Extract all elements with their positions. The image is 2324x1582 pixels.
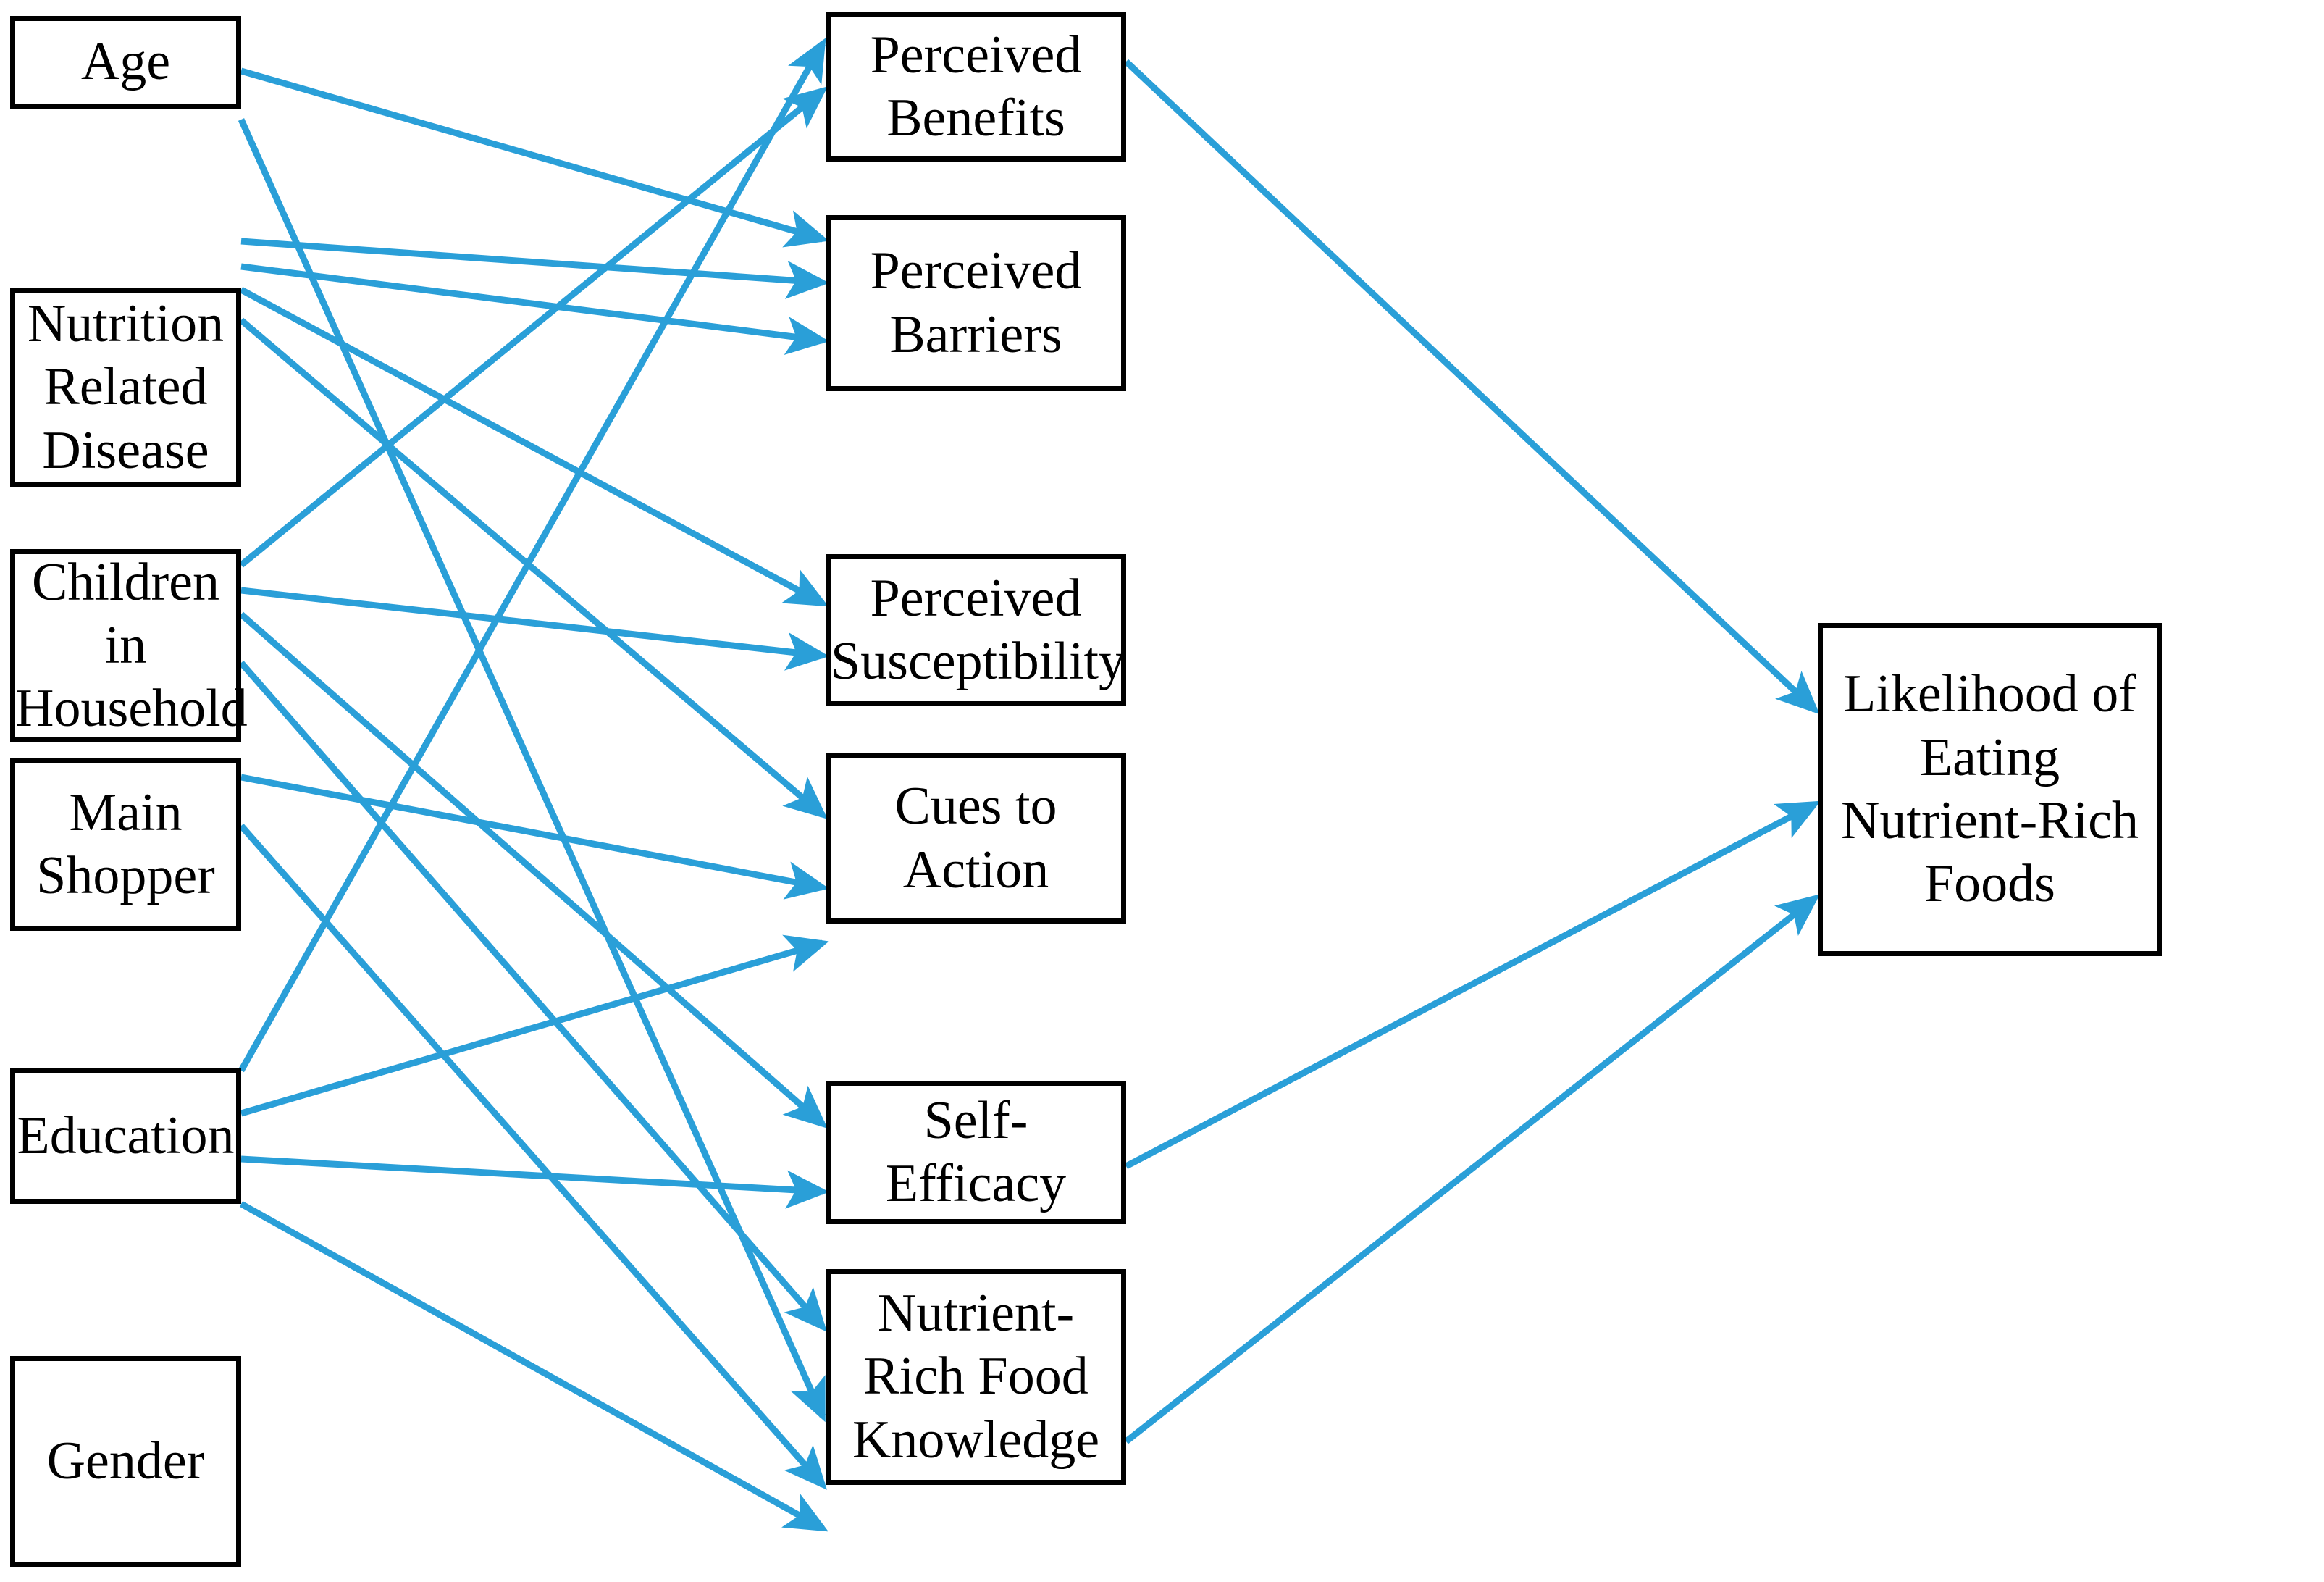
node-self-efficacy[interactable]: Self-Efficacy	[826, 1081, 1126, 1224]
node-perceived-susceptibility[interactable]: Perceived Susceptibility	[826, 554, 1126, 706]
node-self-efficacy-label: Self-Efficacy	[885, 1090, 1067, 1213]
node-children-in-household[interactable]: Children in Household	[10, 549, 248, 742]
node-perceived-barriers-label: Perceived Barriers	[870, 241, 1082, 364]
node-cues-to-action-label: Cues to Action	[894, 777, 1057, 900]
edge-knowledge-to-likelihood	[1124, 894, 1821, 1444]
edge-disease-to-susceptibility	[239, 287, 828, 607]
node-nutrition-related-disease-label: Nutrition Related Disease	[27, 294, 225, 480]
edge-education-to-efficacy	[240, 1155, 829, 1209]
edge-age-to-barriers	[240, 67, 829, 248]
node-main-shopper[interactable]: Main Shopper	[10, 758, 241, 931]
edge-age-to-knowledge	[238, 118, 826, 1423]
node-likelihood-of-eating-nutrient-rich-foods[interactable]: Likelihood of Eating Nutrient-Rich Foods	[1818, 623, 2162, 956]
node-education-label: Education	[17, 1105, 235, 1165]
node-gender[interactable]: Gender	[10, 1356, 241, 1567]
node-main-shopper-label: Main Shopper	[36, 782, 215, 905]
edge-efficacy-to-likelihood	[1124, 800, 1821, 1169]
edge-disease-to-barriers	[240, 263, 829, 355]
edge-education-to-cues	[240, 934, 829, 1117]
edge-children-to-susceptibility	[240, 587, 829, 671]
node-age[interactable]: Age	[10, 16, 241, 109]
edge-children-to-benefits	[239, 86, 828, 568]
node-children-in-household-label: Children in Household	[15, 552, 248, 739]
node-nutrition-related-disease[interactable]: Nutrition Related Disease	[10, 288, 241, 487]
node-perceived-benefits[interactable]: Perceived Benefits	[826, 12, 1126, 162]
edge-education-to-knowledge	[239, 1201, 828, 1532]
node-perceived-susceptibility-label: Perceived Susceptibility	[831, 568, 1125, 691]
node-gender-label: Gender	[46, 1431, 205, 1491]
edge-children-to-knowledge	[238, 661, 827, 1332]
edge-shopper-to-knowledge	[238, 824, 827, 1490]
edge-disease-to-cues	[239, 317, 828, 819]
node-education[interactable]: Education	[10, 1068, 241, 1204]
edge-children-to-efficacy	[239, 611, 828, 1129]
node-nutrient-rich-food-knowledge[interactable]: Nutrient-Rich Food Knowledge	[826, 1269, 1126, 1485]
node-perceived-benefits-label: Perceived Benefits	[870, 25, 1082, 148]
edge-benefits-to-likelihood	[1123, 59, 1820, 715]
edge-shopper-to-cues	[240, 774, 829, 900]
node-likelihood-of-eating-nutrient-rich-foods-label: Likelihood of Eating Nutrient-Rich Foods	[1840, 664, 2139, 914]
node-age-label: Age	[80, 32, 171, 92]
node-perceived-barriers[interactable]: Perceived Barriers	[826, 215, 1126, 391]
node-cues-to-action[interactable]: Cues to Action	[826, 753, 1126, 924]
node-nutrient-rich-food-knowledge-label: Nutrient-Rich Food Knowledge	[852, 1284, 1100, 1470]
edge-education-to-benefits	[238, 38, 826, 1073]
edge-disease-to-barriers	[240, 238, 829, 299]
